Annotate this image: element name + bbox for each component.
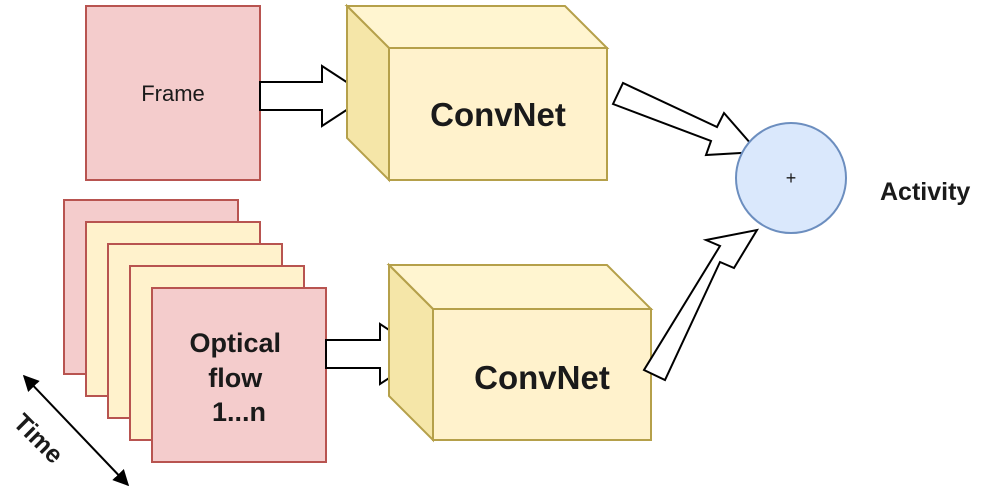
activity-label: Activity xyxy=(880,178,970,206)
flow-frame-front xyxy=(151,287,327,463)
convnet-top-label: ConvNet xyxy=(430,96,566,133)
convnet-bottom-label: ConvNet xyxy=(474,359,610,396)
convnet-bottom: ConvNet xyxy=(386,262,654,443)
frame-node: Frame xyxy=(85,5,261,181)
arrow-convnet-top-to-fusion xyxy=(611,81,761,157)
optical-flow-line-3: 1...n xyxy=(212,397,266,427)
time-arrow xyxy=(22,374,130,487)
optical-flow-line-2: flow xyxy=(208,363,263,393)
optical-flow-stack: Optical flow 1...n xyxy=(63,199,327,463)
fusion-node: + xyxy=(735,122,847,234)
fusion-plus-symbol: + xyxy=(786,168,797,188)
arrow-convnet-bottom-to-fusion xyxy=(642,228,760,382)
optical-flow-label: Optical flow 1...n xyxy=(189,328,288,427)
optical-flow-line-1: Optical xyxy=(189,328,281,358)
frame-label: Frame xyxy=(141,81,205,106)
convnet-top: ConvNet xyxy=(344,3,610,183)
time-label: Time xyxy=(8,408,69,469)
arrow-frame-to-convnet xyxy=(259,64,370,128)
